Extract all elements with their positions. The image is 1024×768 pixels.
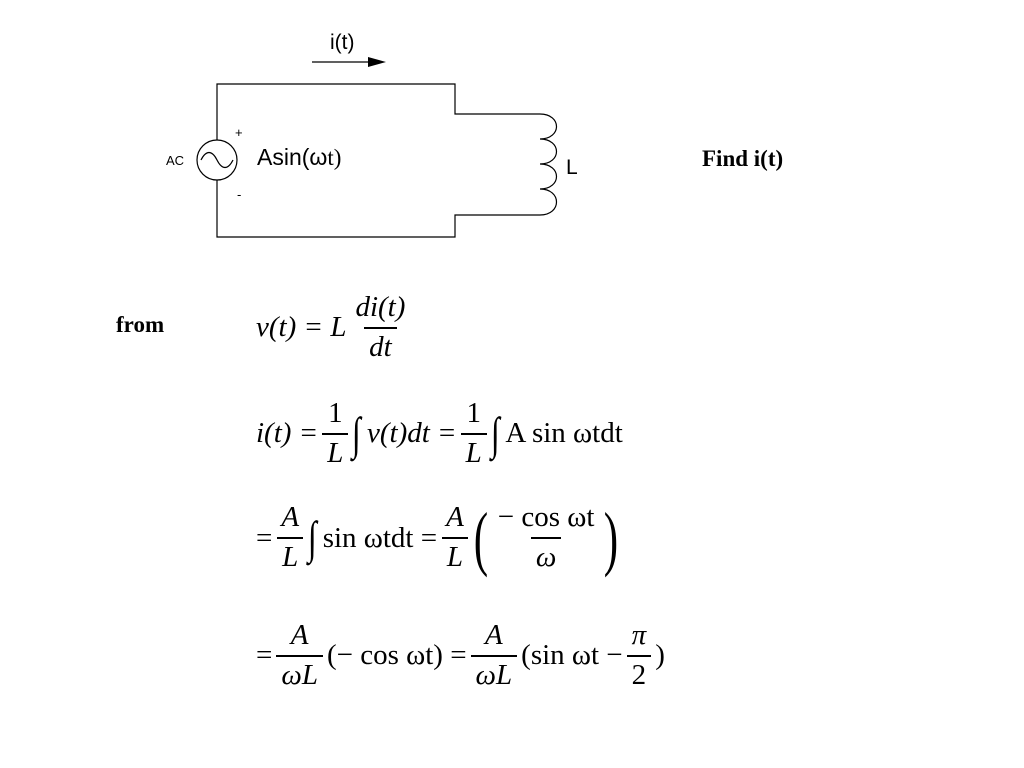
current-label: i(t) <box>330 31 355 54</box>
find-prompt: Find i(t) <box>702 146 784 171</box>
eq2-f1-numerator: 1 <box>328 397 343 429</box>
eq4-paren-open: (sin ωt − <box>521 639 623 672</box>
integral-sign: ∫ <box>490 407 500 459</box>
eq4-f1-numerator: A <box>290 619 309 651</box>
eq3-inner-numerator: − cos ωt <box>497 501 595 534</box>
eq2-f2-numerator: 1 <box>466 397 481 429</box>
inductor-coil <box>539 113 557 216</box>
eq4-fraction-2: A ωL <box>470 619 518 692</box>
eq2-integrand-1: v(t)dt = <box>367 417 457 450</box>
eq1-denominator: dt <box>364 326 397 364</box>
equation-4: = A ωL (− cos ωt) = A ωL (sin ωt − π 2 ) <box>256 619 665 692</box>
minus-sign: - <box>237 187 241 202</box>
integral-sign: ∫ <box>307 512 317 563</box>
eq4-equals: = <box>256 639 273 672</box>
eq3-fraction-1: A L <box>276 501 304 574</box>
eq4-f2-numerator: A <box>484 619 503 651</box>
inductor-label: L <box>566 156 578 179</box>
eq3-f2-denominator: L <box>441 537 469 574</box>
eq4-f1-denominator: ωL <box>276 654 323 692</box>
from-label: from <box>116 312 165 337</box>
eq1-fraction: di(t) dt <box>350 291 410 364</box>
eq3-f2-numerator: A <box>446 501 464 534</box>
equation-3: = A L ∫ sin ωtdt = A L ( − cos ωt ω ) <box>256 498 619 578</box>
eq4-fraction-1: A ωL <box>276 619 323 692</box>
right-paren: ) <box>604 498 619 578</box>
equation-2: i(t) = 1 L ∫ v(t)dt = 1 L ∫ A sin ωtdt <box>256 397 623 470</box>
integral-sign: ∫ <box>352 407 362 459</box>
eq4-f3-numerator: π <box>631 619 647 651</box>
top-wire <box>216 83 540 140</box>
eq2-f1-denominator: L <box>322 432 349 470</box>
eq2-f2-denominator: L <box>460 432 487 470</box>
plus-sign: + <box>235 125 243 140</box>
sine-wave-icon <box>200 151 234 169</box>
source-label: AC <box>166 153 184 168</box>
eq1-numerator: di(t) <box>355 291 406 323</box>
equation-1: v(t) = L di(t) dt <box>256 291 414 364</box>
eq2-lhs: i(t) = <box>256 417 319 450</box>
eq2-fraction-2: 1 L <box>460 397 487 470</box>
eq2-fraction-1: 1 L <box>322 397 349 470</box>
eq4-fraction-3: π 2 <box>626 619 652 692</box>
source-expression: Asin(ωt) <box>257 144 341 170</box>
eq4-paren-close: ) <box>655 639 665 672</box>
eq4-f2-denominator: ωL <box>470 654 518 692</box>
eq3-inner-denominator: ω <box>530 537 562 574</box>
left-paren: ( <box>473 498 488 578</box>
eq4-middle: (− cos ωt) = <box>326 639 467 672</box>
eq3-inner-fraction: − cos ωt ω <box>493 501 600 574</box>
eq3-equals: = <box>256 521 273 554</box>
current-arrow-head <box>368 57 386 67</box>
eq4-f3-denominator: 2 <box>626 654 652 692</box>
bottom-wire <box>216 180 540 238</box>
eq1-lhs: v(t) = L <box>256 311 347 344</box>
eq2-integrand-2: A sin ωtdt <box>505 417 623 450</box>
eq3-fraction-2: A L <box>441 501 469 574</box>
eq3-f1-numerator: A <box>281 501 300 534</box>
eq3-integrand: sin ωtdt = <box>322 521 438 554</box>
eq3-f1-denominator: L <box>277 537 304 574</box>
